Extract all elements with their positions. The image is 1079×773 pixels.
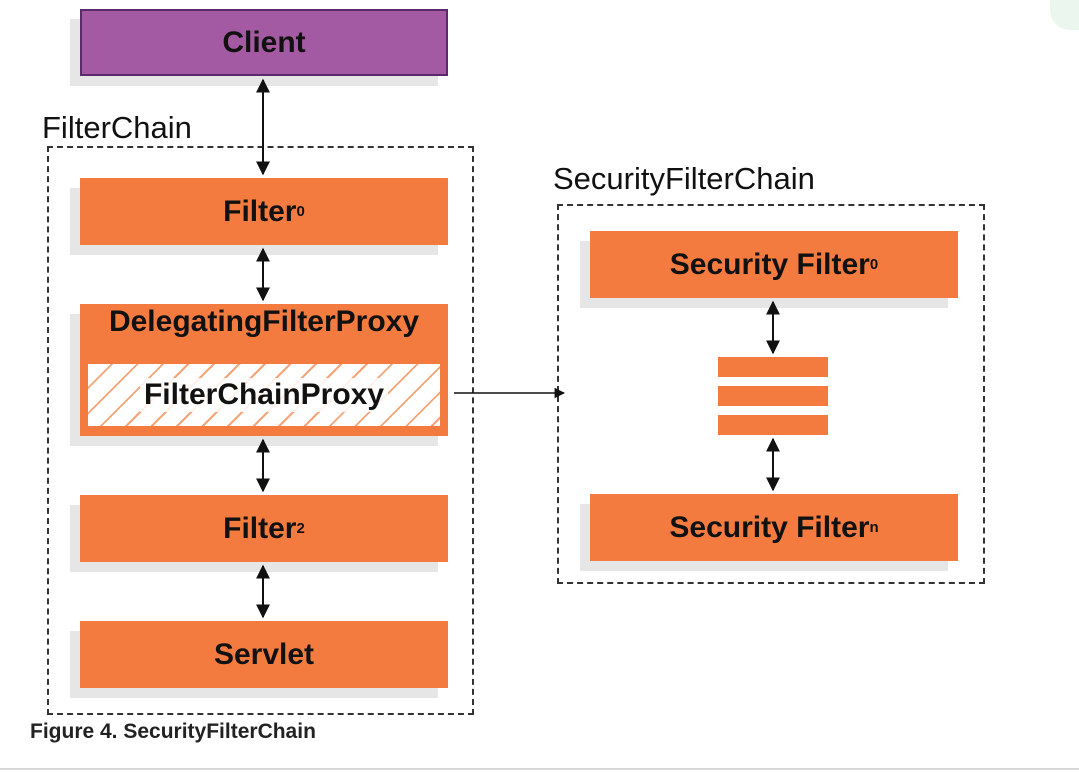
filter-stack-bar-3 bbox=[718, 415, 828, 435]
filter-chain-proxy-box: FilterChainProxy bbox=[86, 362, 442, 428]
security-filter-0-subscript: 0 bbox=[869, 256, 879, 273]
delegating-filter-proxy-label: DelegatingFilterProxy bbox=[108, 305, 420, 338]
filter-chain-title: FilterChain bbox=[42, 110, 192, 145]
right-edge-logo-fragment bbox=[1050, 0, 1079, 30]
security-filter-chain-title: SecurityFilterChain bbox=[553, 161, 815, 196]
filter-2-subscript: 2 bbox=[296, 520, 305, 537]
figure-caption: Figure 4. SecurityFilterChain bbox=[30, 720, 316, 743]
filter-stack-bar-2 bbox=[718, 386, 828, 406]
servlet-box: Servlet bbox=[80, 621, 448, 688]
client-label: Client bbox=[222, 25, 306, 59]
security-filter-0-label: Security Filter bbox=[669, 247, 870, 281]
filter-chain-proxy-label: FilterChainProxy bbox=[139, 378, 389, 412]
bottom-divider bbox=[0, 768, 1079, 770]
filter-stack-bar-1 bbox=[718, 357, 828, 377]
servlet-label: Servlet bbox=[213, 637, 315, 671]
filter-0-subscript: 0 bbox=[296, 203, 305, 220]
security-filter-n-label: Security Filter bbox=[669, 510, 870, 544]
security-filter-n-subscript: n bbox=[869, 519, 879, 536]
client-box: Client bbox=[80, 9, 448, 76]
filter-0-label: Filter bbox=[223, 194, 297, 228]
filter-2-label: Filter bbox=[223, 511, 297, 545]
